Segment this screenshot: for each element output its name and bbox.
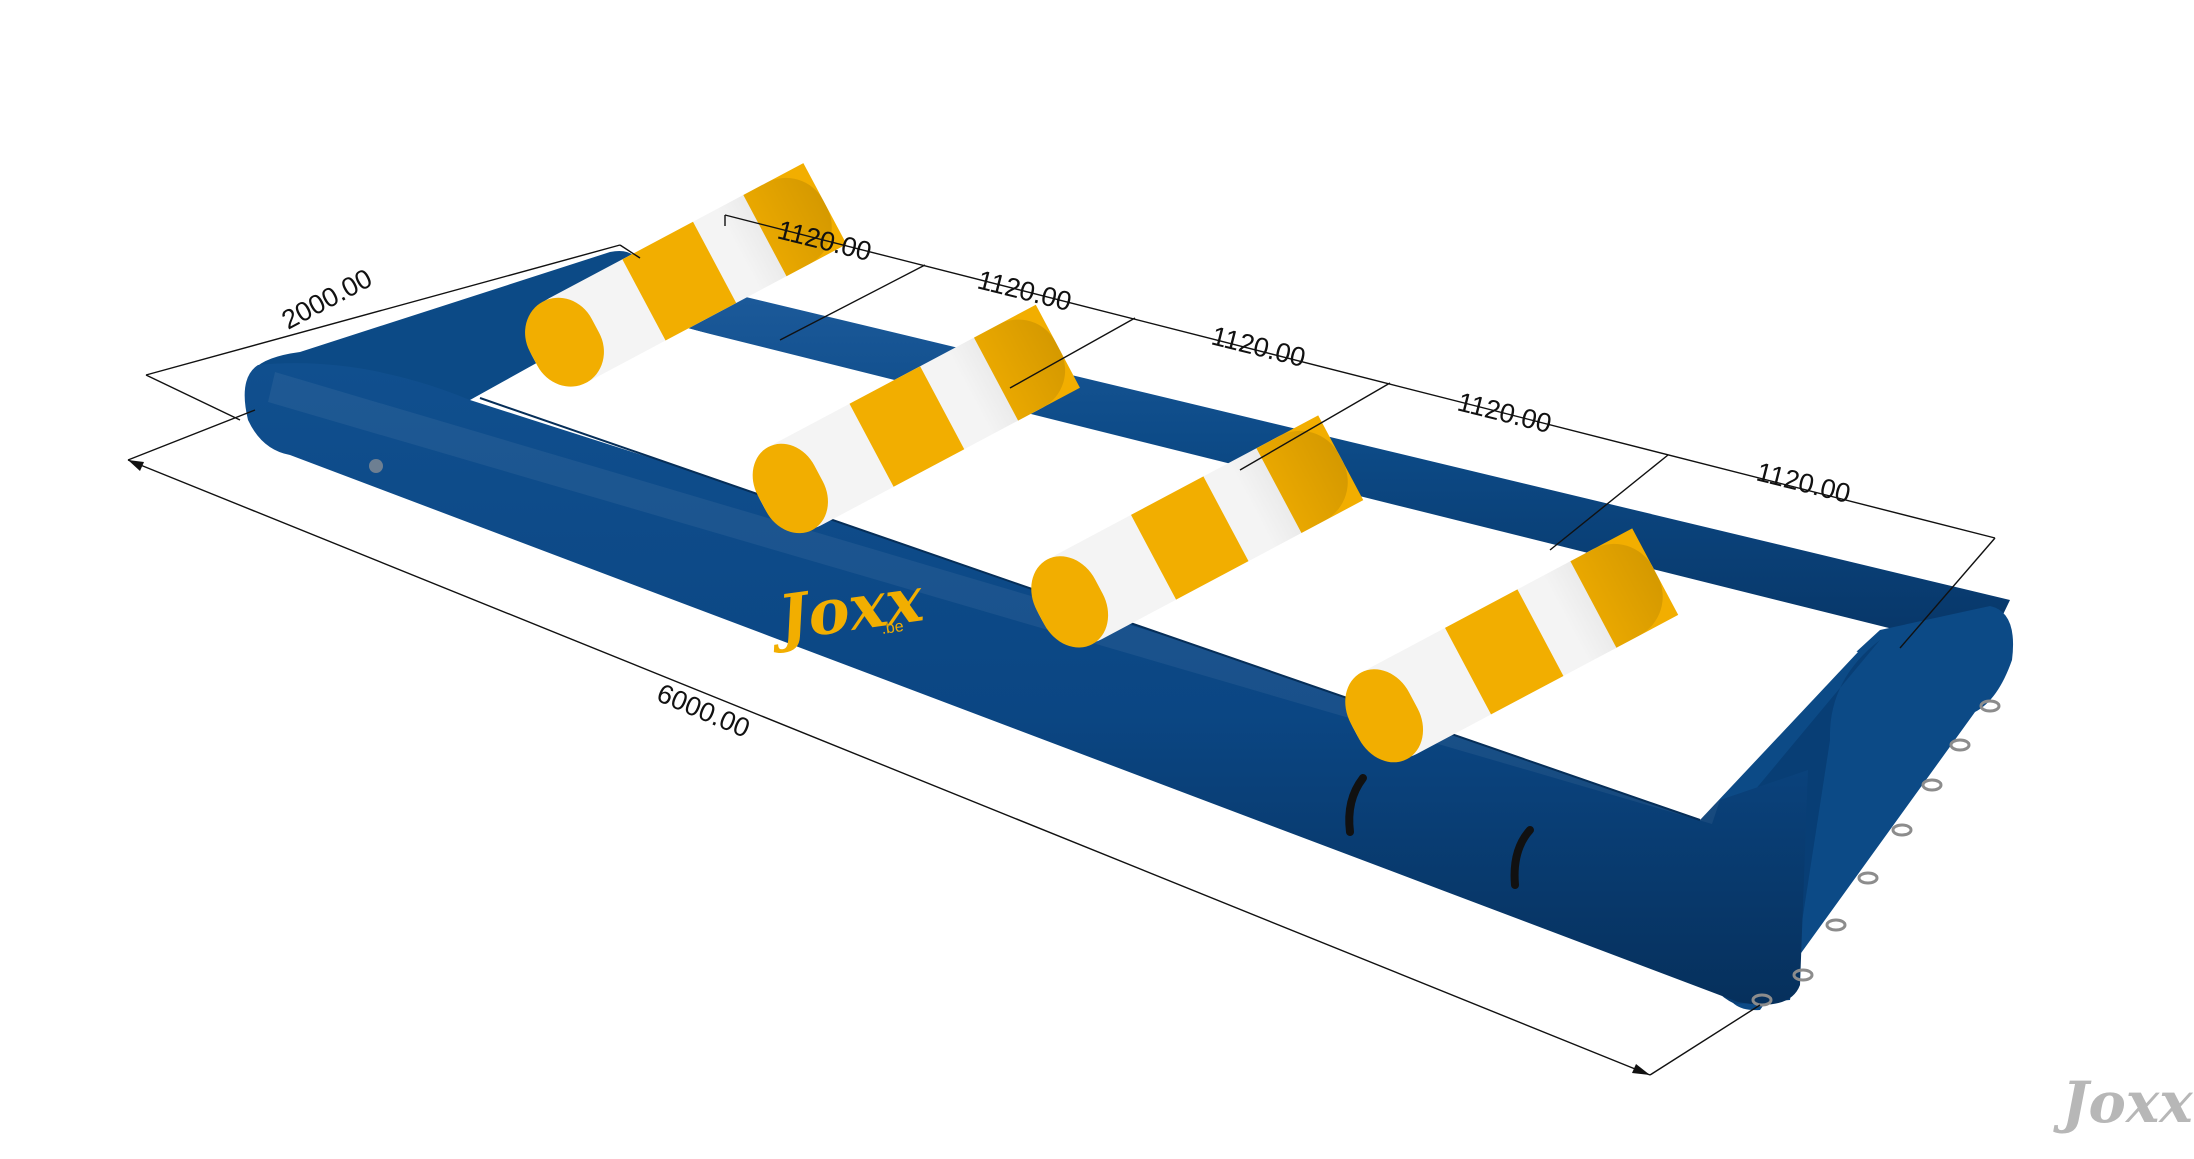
- roller-shade: [526, 177, 832, 385]
- roller-2: [752, 304, 1080, 534]
- dimension-label-segment-2: 1120.00: [975, 265, 1075, 317]
- roller-shade: [1033, 430, 1348, 645]
- length-dimension-line: [127, 459, 1651, 1076]
- dimension-tick: [127, 409, 256, 461]
- valve-icon: [369, 459, 383, 473]
- d-ring-icon: [1825, 918, 1847, 932]
- dimension-tick: [145, 374, 241, 421]
- handle-icon: [1345, 774, 1367, 836]
- dimension-baseline: [724, 214, 1996, 539]
- dimension-label-width: 2000.00: [277, 263, 377, 335]
- d-ring-icon: [1949, 738, 1971, 752]
- dimension-label-segment-3: 1120.00: [1209, 321, 1309, 373]
- arrowhead: [1632, 1064, 1650, 1075]
- d-ring-icon: [1857, 871, 1879, 885]
- width-dimension-line: [145, 244, 621, 376]
- dimension-tick: [619, 244, 641, 259]
- product-logo-suffix: .be: [880, 618, 904, 638]
- dimension-label-segment-4: 1120.00: [1455, 387, 1555, 439]
- d-ring-icon: [1751, 993, 1773, 1007]
- roller-4: [1345, 528, 1679, 763]
- d-ring-icon: [1921, 778, 1943, 792]
- inflatable-frame: [244, 250, 2014, 1011]
- dimension-label-segment-5: 1120.00: [1754, 457, 1854, 509]
- dimension-leader: [1899, 537, 1996, 649]
- dimension-tick: [1649, 1004, 1761, 1076]
- roller-shade: [754, 319, 1066, 531]
- d-ring-icon: [1891, 823, 1913, 837]
- dimension-label-length: 6000.00: [653, 678, 755, 744]
- brand-watermark: Joxx: [2053, 1070, 2193, 1136]
- attachment-rings: [1751, 699, 2001, 1007]
- roller-shade: [1347, 543, 1663, 760]
- handle-icon: [1510, 826, 1534, 889]
- roller-3: [1031, 415, 1364, 648]
- roller-1: [525, 163, 847, 387]
- dimension-leader: [1549, 454, 1669, 551]
- dimension-leader: [1239, 382, 1391, 471]
- front-tube: [244, 363, 1809, 1005]
- dimension-leader: [1009, 317, 1136, 389]
- d-ring-icon: [1979, 699, 2001, 713]
- arrowhead: [128, 460, 144, 471]
- dimension-leader: [779, 264, 926, 341]
- d-ring-icon: [1792, 968, 1814, 982]
